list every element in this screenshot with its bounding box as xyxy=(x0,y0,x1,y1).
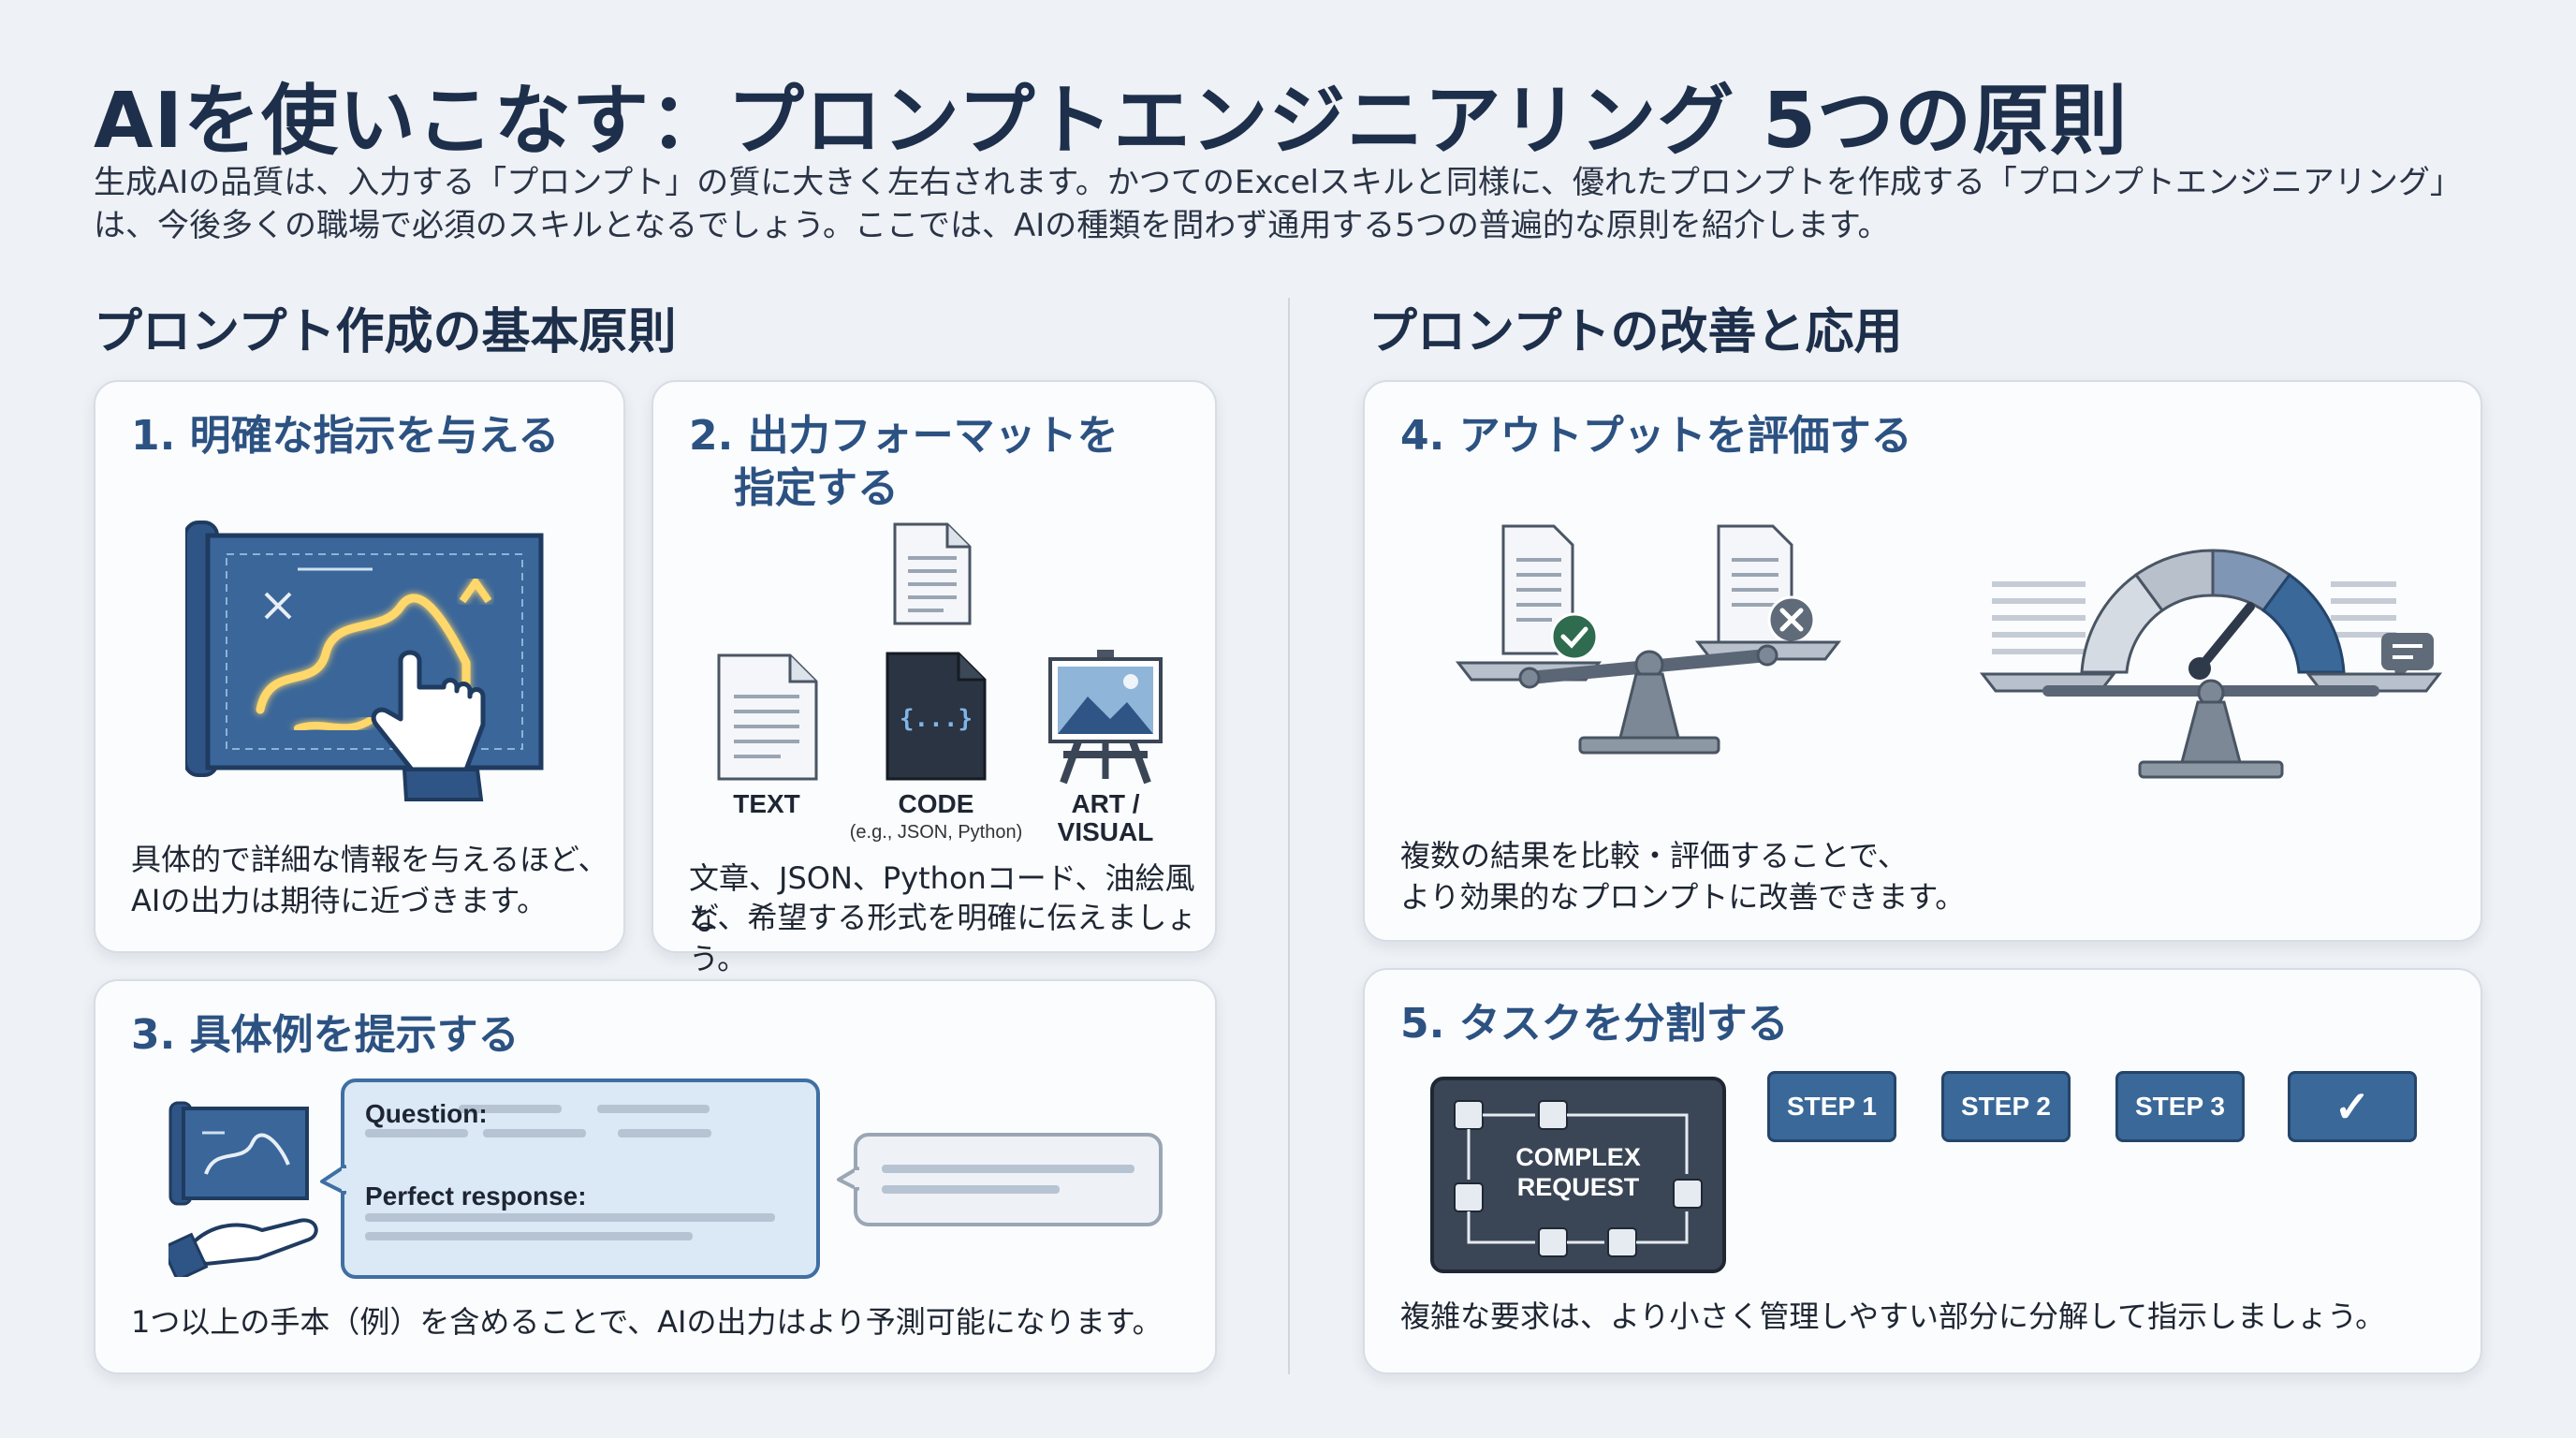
section-title-improvement: プロンプトの改善と応用 xyxy=(1368,304,1903,360)
format-sublabel-code: (e.g., JSON, Python) xyxy=(849,822,1023,843)
complex-request-label-line1: COMPLEX xyxy=(1515,1143,1641,1171)
code-glyph: {...} xyxy=(900,705,973,733)
check-icon xyxy=(1550,612,1599,661)
card-split-tasks: 5. タスクを分割する COMPLEX REQUEST STEP 1 STEP … xyxy=(1363,968,2482,1374)
column-divider xyxy=(1288,298,1290,1374)
step-2: STEP 2 xyxy=(1941,1071,2071,1142)
hand-offering-blueprint-icon xyxy=(168,1101,318,1277)
complex-request-box: COMPLEX REQUEST xyxy=(1430,1077,1726,1273)
step-3: STEP 3 xyxy=(2115,1071,2245,1142)
intro-text: 生成AIの品質は、入力する「プロンプト」の質に大きく左右されます。かつてのExc… xyxy=(94,164,2462,244)
card-output-format: 2. 出力フォーマットを 指定する TEXT {...} CODE (e.g.,… xyxy=(651,380,1217,976)
section-title-basics: プロンプト作成の基本原則 xyxy=(94,304,677,360)
example-prompt-bubble xyxy=(320,1078,820,1279)
document-icon xyxy=(893,522,972,625)
gauge-scale-icon xyxy=(1979,549,2443,779)
card-desc-line1: 文章、JSON、Pythonコード、油絵風な xyxy=(689,860,1195,937)
check-icon: ✓ xyxy=(2288,1071,2417,1142)
card-title: 3. 具体例を提示する xyxy=(131,1011,520,1059)
card-title: 1. 明確な指示を与える xyxy=(131,412,560,460)
ai-response-bubble xyxy=(837,1133,1163,1226)
easel-painting-icon xyxy=(1048,650,1163,785)
blueprint-icon xyxy=(185,521,544,801)
example-response-label: Perfect response: xyxy=(365,1181,587,1211)
step-1: STEP 1 xyxy=(1767,1071,1896,1142)
card-title: 4. アウトプットを評価する xyxy=(1400,412,1912,460)
format-label-art-line1: ART / xyxy=(1071,789,1140,818)
card-desc: 1つ以上の手本（例）を含めることで、AIの出力はより予測可能になります。 xyxy=(131,1304,1163,1340)
card-evaluate-output: 4. アウトプットを評価する xyxy=(1363,380,2482,942)
format-label-text: TEXT xyxy=(733,789,800,818)
example-question-label: Question: xyxy=(365,1099,488,1128)
card-desc-line2: AIの出力は期待に近づきます。 xyxy=(131,883,548,918)
comparison-scale-icon xyxy=(1455,524,1842,755)
card-desc-line1: 複数の結果を比較・評価することで、 xyxy=(1400,838,1908,873)
page-title: AIを使いこなす：プロンプトエンジニアリング 5つの原則 xyxy=(94,77,2129,166)
card-desc-line2: ど、希望する形式を明確に伝えましょう。 xyxy=(689,900,1197,976)
text-file-icon xyxy=(717,653,818,781)
card-title-line2: 指定する xyxy=(734,464,899,512)
card-clear-instructions: 1. 明確な指示を与える 具体的で詳細な情報を与えるほど、 AIの出力は期待に近… xyxy=(94,380,625,953)
card-provide-examples: 3. 具体例を提示する Question: Perfect response: … xyxy=(94,979,1217,1374)
flow-nodes-icon xyxy=(1454,1100,1703,1257)
code-file-icon: {...} xyxy=(886,652,987,781)
card-title-line1: 2. 出力フォーマットを xyxy=(689,412,1119,460)
format-label-art-line2: VISUAL xyxy=(1057,817,1154,846)
card-title: 5. タスクを分割する xyxy=(1400,1000,1789,1048)
complex-request-label-line2: REQUEST xyxy=(1516,1173,1640,1201)
card-desc-line2: より効果的なプロンプトに改善できます。 xyxy=(1400,879,1966,915)
card-desc: 複雑な要求は、より小さく管理しやすい部分に分解して指示しましょう。 xyxy=(1400,1299,2386,1334)
format-label-code: CODE xyxy=(898,789,974,818)
card-desc-line1: 具体的で詳細な情報を与えるほど、 xyxy=(131,842,608,877)
